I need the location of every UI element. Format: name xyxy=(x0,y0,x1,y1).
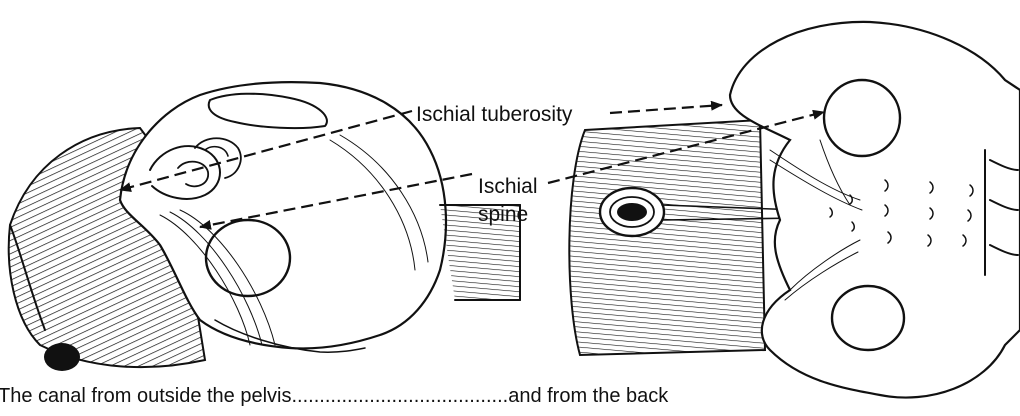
right-canal-cylinder xyxy=(569,120,765,355)
right-upper-foramen xyxy=(824,80,900,156)
anal-opening xyxy=(617,203,647,221)
label-ischial-spine-line1: Ischial xyxy=(478,175,538,198)
left-canal-opening xyxy=(44,343,80,371)
arrow-tuberosity-right xyxy=(610,105,722,113)
label-ischial-spine-line2: spine xyxy=(478,203,528,226)
left-foramen xyxy=(206,220,290,296)
figure-caption: The canal from outside the pelvis.......… xyxy=(0,385,669,407)
right-pelvis-figure xyxy=(569,22,1020,398)
label-ischial-tuberosity: Ischial tuberosity xyxy=(416,103,573,126)
right-lower-foramen xyxy=(832,286,904,350)
